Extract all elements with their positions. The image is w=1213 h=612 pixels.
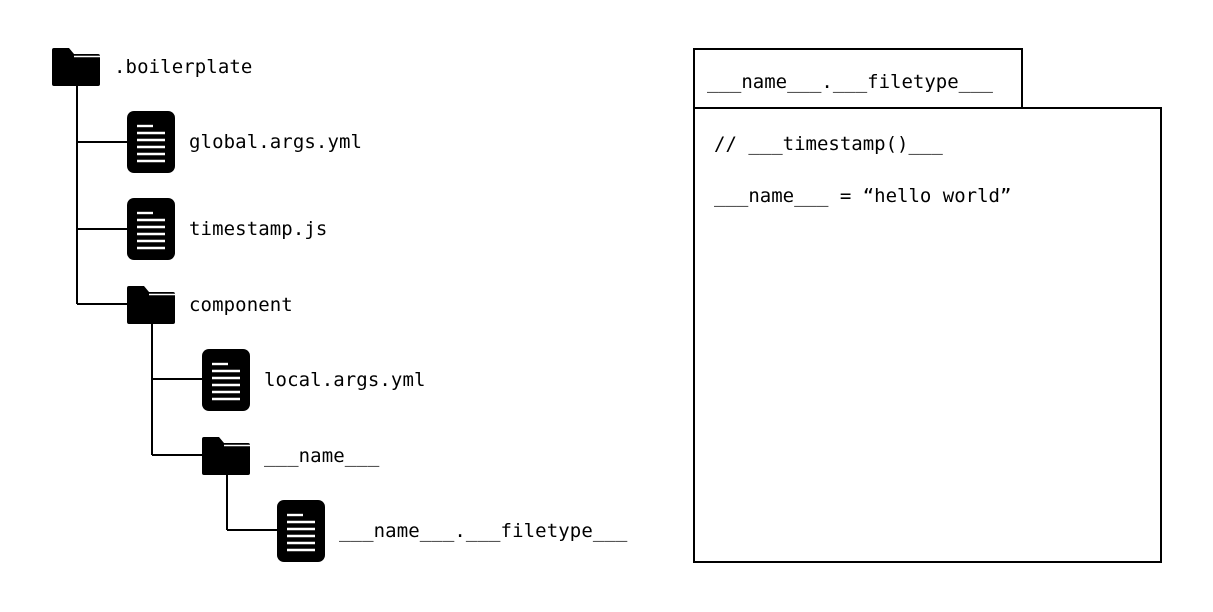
tree-item-label: ___name___.___filetype___: [339, 520, 628, 542]
tree-item-label: global.args.yml: [189, 131, 363, 153]
file-icon: [127, 198, 175, 260]
editor-tab-label: ___name___.___filetype___: [707, 71, 993, 93]
code-line: // ___timestamp()___: [714, 133, 943, 155]
editor-panel: ___name___.___filetype___ // ___timestam…: [693, 48, 1162, 563]
code-line: ___name___ = “hello world”: [714, 185, 1012, 207]
folder-icon: [202, 437, 250, 475]
file-icon: [277, 500, 325, 562]
tree-item-label: timestamp.js: [189, 218, 328, 240]
editor-body[interactable]: // ___timestamp()___ ___name___ = “hello…: [693, 107, 1162, 563]
folder-icon: [52, 48, 100, 86]
folder-icon: [127, 286, 175, 324]
tree-item-label: component: [189, 294, 293, 316]
tree-item-label: ___name___: [264, 445, 380, 467]
file-icon: [127, 111, 175, 173]
file-icon: [202, 349, 250, 411]
tree-item-label: .boilerplate: [114, 56, 253, 78]
editor-tab[interactable]: ___name___.___filetype___: [693, 48, 1023, 107]
tree-item-label: local.args.yml: [264, 369, 426, 391]
